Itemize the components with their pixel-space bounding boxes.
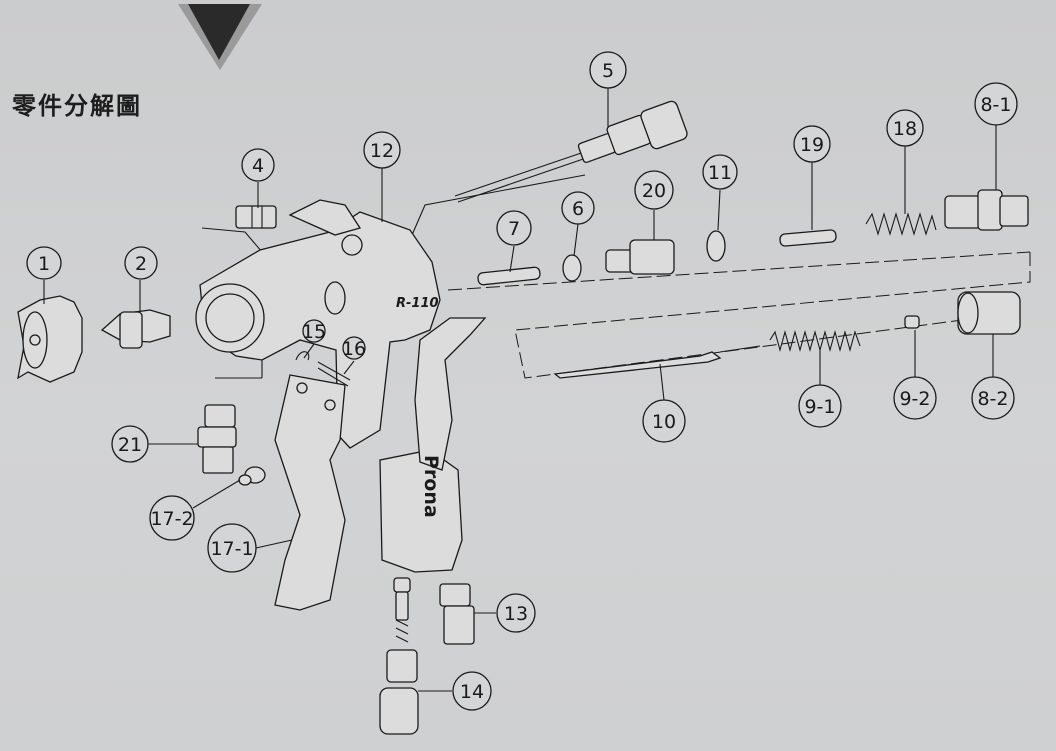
part-spring-18	[865, 212, 937, 236]
callout-label: 15	[302, 321, 326, 343]
callout-16: 16	[342, 336, 366, 360]
part-knob-8-2	[957, 291, 1021, 335]
page-title: 零件分解圖	[12, 91, 142, 120]
callout-label: 16	[342, 338, 366, 360]
callout-label: 11	[708, 162, 732, 184]
callout-label: 9-1	[804, 396, 835, 418]
callout-15: 15	[302, 319, 326, 343]
part-washer-17-2	[238, 466, 266, 486]
part-air-inlet	[197, 404, 237, 474]
part-oring-11	[706, 230, 726, 262]
callout-4: 4	[241, 148, 275, 182]
callout-label: 1	[38, 253, 50, 275]
callout-9-1: 9-1	[798, 384, 842, 428]
callout-10: 10	[642, 399, 686, 443]
assembly-guide-lines	[411, 174, 1031, 379]
callout-label: 4	[252, 155, 264, 177]
callout-1: 1	[26, 246, 62, 280]
part-fluid-inlet	[439, 583, 475, 645]
part-valve-20	[605, 239, 675, 275]
brand-mark: Prona	[420, 455, 442, 518]
callout-label: 8-2	[977, 388, 1008, 410]
callout-label: 5	[602, 60, 614, 82]
part-cap-8-1	[944, 189, 1029, 231]
callout-label: 20	[642, 180, 666, 202]
callout-label: 17-2	[150, 508, 193, 530]
callout-7: 7	[496, 210, 532, 246]
part-7	[477, 266, 541, 286]
callout-17-1: 17-1	[207, 523, 257, 573]
callout-label: 2	[135, 253, 147, 275]
part-trigger	[274, 374, 346, 611]
part-air-cap	[17, 295, 83, 383]
callout-9-2: 9-2	[893, 376, 937, 420]
part-pin-19	[779, 229, 837, 247]
callout-17-2: 17-2	[149, 495, 195, 541]
part-fluid-nozzle	[100, 309, 171, 349]
callout-label: 17-1	[210, 538, 253, 560]
callout-2: 2	[124, 246, 158, 280]
part-pins	[295, 351, 351, 387]
callout-label: 10	[652, 411, 676, 433]
callout-label: 6	[572, 198, 584, 220]
callout-12: 12	[363, 131, 401, 169]
callout-5: 5	[589, 51, 627, 89]
callout-label: 18	[893, 118, 917, 140]
callout-label: 13	[504, 603, 528, 625]
callout-label: 7	[508, 218, 520, 240]
callout-13: 13	[496, 593, 536, 633]
callout-8-1: 8-1	[974, 82, 1018, 126]
part-oring-6	[562, 254, 582, 282]
callout-11: 11	[702, 154, 738, 190]
callout-label: 12	[370, 140, 394, 162]
callout-19: 19	[793, 125, 831, 163]
callout-label: 14	[460, 681, 484, 703]
callout-21: 21	[111, 425, 149, 463]
callout-label: 9-2	[899, 388, 930, 410]
part-9-2	[904, 315, 920, 329]
callout-label: 8-1	[980, 94, 1011, 116]
part-needle-10	[553, 345, 761, 379]
callout-8-2: 8-2	[971, 376, 1015, 420]
model-label: R-110	[396, 296, 439, 311]
part-lower-adjuster	[379, 577, 419, 735]
part-spring-9-1	[769, 329, 861, 353]
leader-lines	[43, 88, 997, 692]
part-fitting-4	[201, 205, 277, 253]
part-needle-adjuster	[454, 100, 688, 203]
callout-6: 6	[561, 191, 595, 225]
callout-label: 19	[800, 134, 824, 156]
callout-14: 14	[452, 671, 492, 711]
callout-label: 21	[118, 434, 142, 456]
callout-20: 20	[634, 170, 674, 210]
callout-18: 18	[886, 109, 924, 147]
